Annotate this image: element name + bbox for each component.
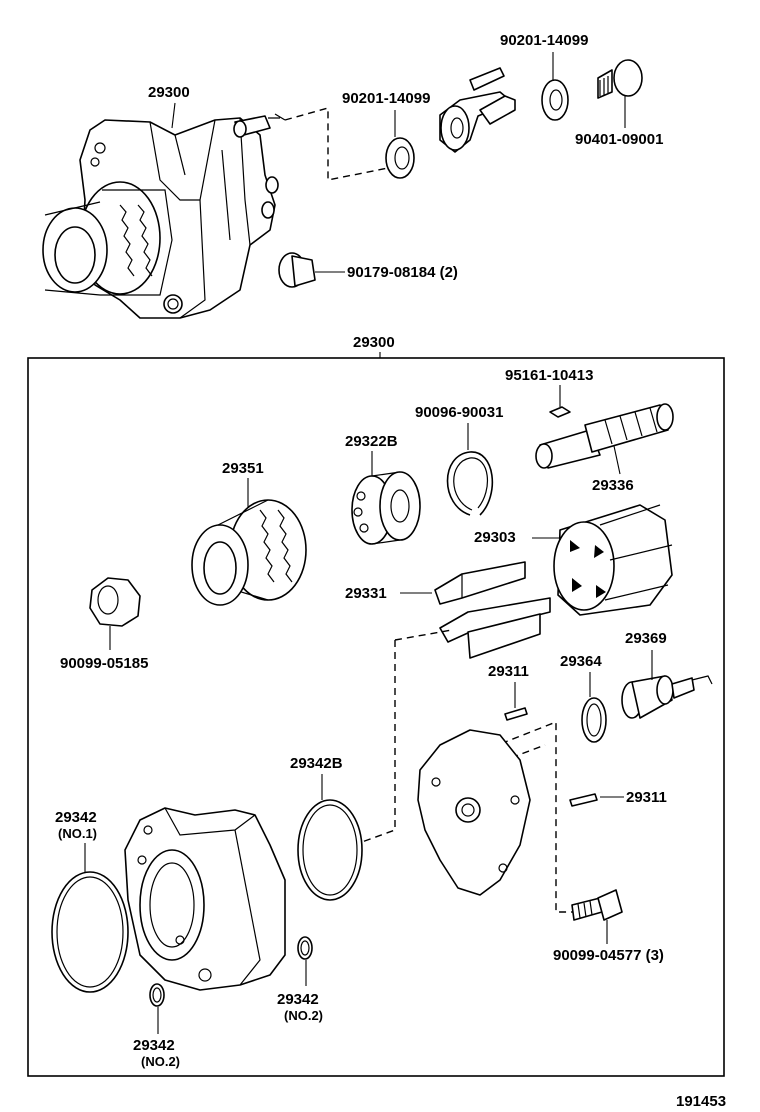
union-bolt[interactable] bbox=[597, 59, 643, 99]
washer-right[interactable] bbox=[541, 79, 569, 121]
top-dashed-guide bbox=[284, 107, 389, 181]
vane-label: 29331 bbox=[345, 585, 387, 602]
plug[interactable] bbox=[278, 252, 316, 288]
union-bolt-label: 90401-09001 bbox=[575, 131, 663, 148]
drive-gear[interactable] bbox=[191, 499, 307, 606]
key-label: 95161-10413 bbox=[505, 367, 593, 384]
gear-label: 29351 bbox=[222, 460, 264, 477]
cover-bolt[interactable] bbox=[571, 889, 623, 921]
oring-large[interactable] bbox=[51, 871, 129, 993]
pump-housing[interactable] bbox=[124, 807, 286, 991]
pin-right-label: 29311 bbox=[626, 789, 667, 806]
drive-shaft[interactable] bbox=[535, 403, 674, 469]
pin-upper-label: 29311 bbox=[488, 663, 529, 680]
oring-small-label: 29364 bbox=[560, 653, 602, 670]
vacuum-pump-assembly[interactable] bbox=[42, 113, 286, 319]
snap-ring-label: 90096-90031 bbox=[415, 404, 503, 421]
pump-leader bbox=[171, 102, 176, 129]
washer-left[interactable] bbox=[385, 137, 415, 179]
bolt-label: 90099-04577 (3) bbox=[553, 947, 664, 964]
nut-label: 90099-05185 bbox=[60, 655, 148, 672]
shaft-label: 29336 bbox=[592, 477, 634, 494]
oring-small[interactable] bbox=[581, 697, 607, 743]
vanes[interactable] bbox=[434, 561, 551, 659]
oring-no2-right-label: 29342 bbox=[277, 991, 319, 1008]
box-dashed-guide-right bbox=[489, 720, 575, 913]
oring-no2-bottom[interactable] bbox=[149, 983, 165, 1007]
plug-label: 90179-08184 (2) bbox=[347, 264, 458, 281]
oring-no2-right[interactable] bbox=[297, 936, 313, 960]
box-dashed-guide-left bbox=[361, 629, 453, 843]
nut[interactable] bbox=[89, 577, 141, 627]
check-valve[interactable] bbox=[621, 675, 713, 719]
diagram-id: 191453 bbox=[676, 1093, 726, 1110]
woodruff-key[interactable] bbox=[549, 406, 571, 418]
oring-no2-bottom-sub: (NO.2) bbox=[141, 1054, 180, 1069]
oring-no1-label: 29342 bbox=[55, 809, 97, 826]
washer-left-label: 90201-14099 bbox=[342, 90, 430, 107]
pump-label: 29300 bbox=[148, 84, 190, 101]
pin-upper[interactable] bbox=[504, 707, 528, 721]
pump-cover[interactable] bbox=[417, 729, 531, 896]
rotor-label: 29303 bbox=[474, 529, 516, 546]
pin-right[interactable] bbox=[569, 793, 598, 807]
bearing-label: 29322B bbox=[345, 433, 398, 450]
check-valve-label: 29369 bbox=[625, 630, 667, 647]
box-label: 29300 bbox=[353, 334, 395, 351]
union-fitting[interactable] bbox=[439, 67, 516, 153]
ball-bearing[interactable] bbox=[351, 471, 421, 545]
snap-ring[interactable] bbox=[446, 451, 494, 516]
assembly-box bbox=[27, 357, 725, 1077]
oring-mid-label: 29342B bbox=[290, 755, 343, 772]
washer-right-label: 90201-14099 bbox=[500, 32, 588, 49]
rotor[interactable] bbox=[553, 504, 673, 616]
oring-medium[interactable] bbox=[297, 799, 363, 901]
oring-no2-right-sub: (NO.2) bbox=[284, 1008, 323, 1023]
oring-no1-sub: (NO.1) bbox=[58, 826, 97, 841]
oring-no2-bottom-label: 29342 bbox=[133, 1037, 175, 1054]
